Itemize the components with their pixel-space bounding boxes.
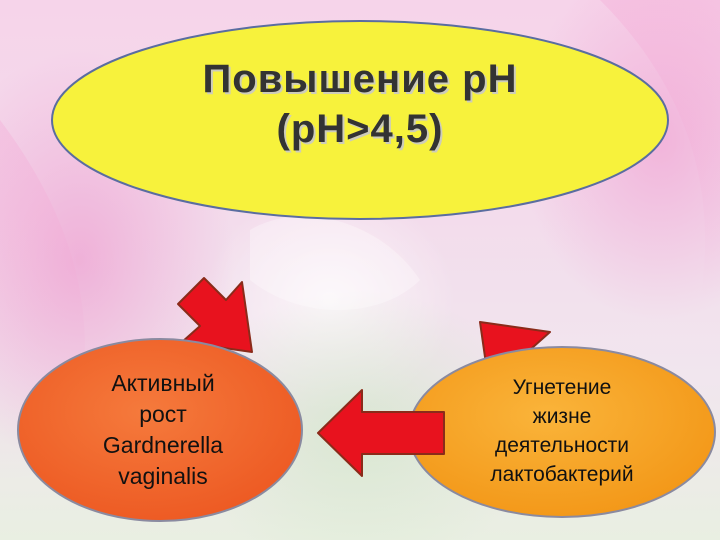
left-node-label: Активный рост Gardnerella vaginalis bbox=[58, 368, 268, 492]
top-node-label: Повышение pH (pH>4,5) bbox=[150, 54, 570, 154]
left-node-line-2: рост bbox=[139, 401, 187, 427]
right-node-line-4: лактобактерий bbox=[490, 463, 634, 486]
left-node-line-1: Активный bbox=[111, 370, 215, 396]
left-node-line-3: Gardnerella bbox=[102, 432, 224, 458]
right-node-line-1: Угнетение bbox=[512, 376, 612, 399]
arrow-right-to-left-icon bbox=[317, 389, 445, 477]
right-node-line-3: деятельности bbox=[495, 434, 629, 457]
left-node-shape bbox=[17, 338, 303, 522]
top-node-shape bbox=[51, 20, 669, 220]
top-node-line-1: Повышение pH bbox=[202, 57, 518, 101]
top-node-line-2: (pH>4,5) bbox=[276, 107, 444, 151]
right-node-label: Угнетение жизне деятельности лактобактер… bbox=[452, 373, 672, 489]
left-node-line-4: vaginalis bbox=[118, 463, 208, 489]
right-node-line-2: жизне bbox=[532, 405, 592, 428]
